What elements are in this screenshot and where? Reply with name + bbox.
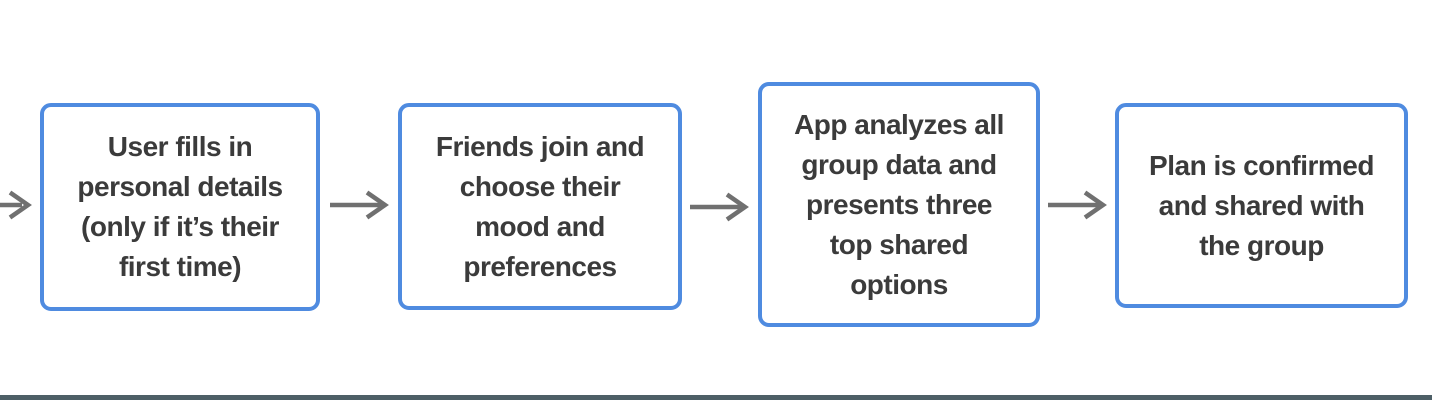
flow-step-3: App analyzes all group data and presents… bbox=[758, 82, 1040, 327]
bottom-divider bbox=[0, 395, 1432, 400]
step-2-label: Friends join and choose their mood and p… bbox=[435, 130, 645, 282]
step-1-label: User fills in personal details (only if … bbox=[77, 131, 283, 282]
arrow-right-icon-2 bbox=[690, 192, 749, 222]
step-3-label: App analyzes all group data and presents… bbox=[794, 108, 1004, 300]
flow-step-1: User fills in personal details (only if … bbox=[40, 103, 320, 311]
flow-step-2: Friends join and choose their mood and p… bbox=[398, 103, 682, 310]
arrow-right-icon-1 bbox=[330, 190, 389, 220]
arrow-right-icon-3 bbox=[1048, 190, 1107, 220]
flow-step-4: Plan is confirmed and shared with the gr… bbox=[1115, 103, 1408, 308]
incoming-arrow-right-icon bbox=[0, 190, 32, 220]
step-4-label: Plan is confirmed and shared with the gr… bbox=[1149, 149, 1374, 261]
